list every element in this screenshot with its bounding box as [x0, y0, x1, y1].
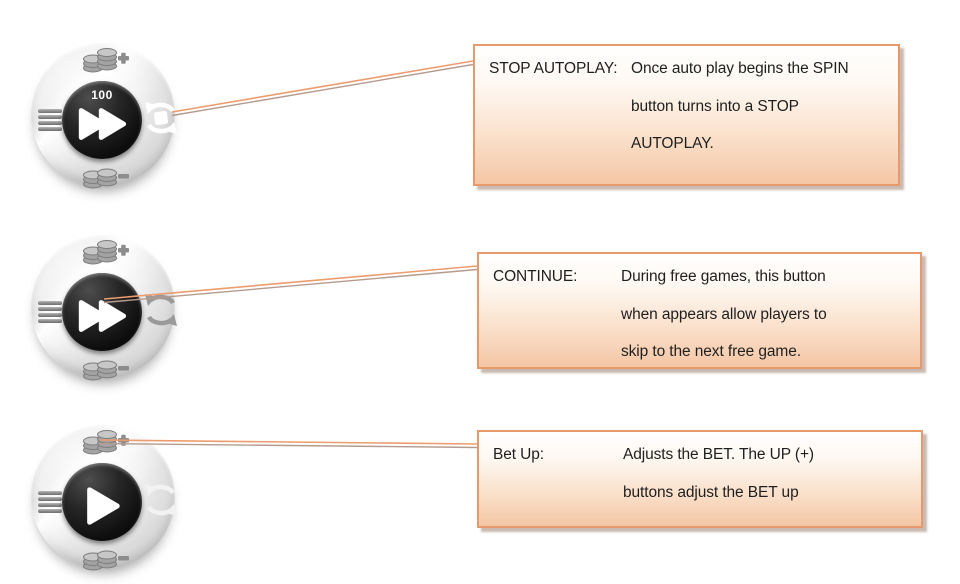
- bet-up-coins-plus-icon[interactable]: [81, 429, 129, 457]
- spin-button[interactable]: [62, 463, 142, 541]
- callout-line: skip to the next free game.: [621, 343, 801, 360]
- callout-line: During free games, this button: [621, 268, 826, 285]
- coins-minus-glyph: [83, 360, 129, 381]
- bet-down-coins-minus-icon[interactable]: [81, 355, 129, 383]
- bet-up-coins-plus-icon[interactable]: [81, 47, 129, 75]
- bet-up-callout: Bet Up: Adjusts the BET. The UP (+) butt…: [477, 430, 923, 528]
- callout-line: Once auto play begins the SPIN: [631, 60, 849, 77]
- coins-minus-glyph: [83, 168, 129, 189]
- replay-glyph: [145, 294, 177, 326]
- stop-autoplay-glyph: [145, 102, 177, 134]
- coins-plus-glyph: [83, 48, 129, 73]
- coins-plus-glyph: [83, 240, 129, 265]
- dial-stop-autoplay: 100: [31, 43, 177, 189]
- stop-autoplay-callout: STOP AUTOPLAY: Once auto play begins the…: [473, 44, 900, 186]
- bet-down-coins-minus-icon[interactable]: [81, 545, 129, 573]
- menu-icon[interactable]: [38, 491, 63, 515]
- bet-down-coins-minus-icon[interactable]: [81, 163, 129, 191]
- autoplay-count-label: 100: [91, 88, 113, 102]
- bet-up-coins-plus-icon[interactable]: [81, 239, 129, 267]
- callout-label: Bet Up:: [493, 446, 544, 463]
- dial-spin: [31, 425, 177, 571]
- replay-icon[interactable]: [143, 290, 179, 330]
- menu-icon[interactable]: [38, 109, 63, 133]
- coins-plus-glyph: [83, 430, 129, 455]
- dial-continue: [31, 235, 177, 381]
- callout-label: STOP AUTOPLAY:: [489, 60, 618, 77]
- play-icon: [87, 487, 120, 525]
- continue-button[interactable]: [62, 273, 142, 351]
- replay-icon[interactable]: [143, 480, 179, 520]
- fast-forward-icon: [78, 107, 127, 140]
- callout-line: AUTOPLAY.: [631, 135, 714, 152]
- callout-line: when appears allow players to: [621, 305, 827, 323]
- callout-line: buttons adjust the BET up: [623, 483, 799, 501]
- fast-forward-icon: [78, 299, 127, 332]
- callout-line: Adjusts the BET. The UP (+): [623, 446, 814, 463]
- autoplay-spin-button[interactable]: 100: [62, 81, 142, 159]
- callout-label: CONTINUE:: [493, 268, 578, 285]
- replay-glyph: [145, 484, 177, 516]
- menu-icon[interactable]: [38, 301, 63, 325]
- continue-callout: CONTINUE: During free games, this button…: [477, 252, 922, 369]
- stop-autoplay-icon[interactable]: [143, 98, 179, 138]
- callout-line: button turns into a STOP: [631, 97, 799, 115]
- coins-minus-glyph: [83, 550, 129, 571]
